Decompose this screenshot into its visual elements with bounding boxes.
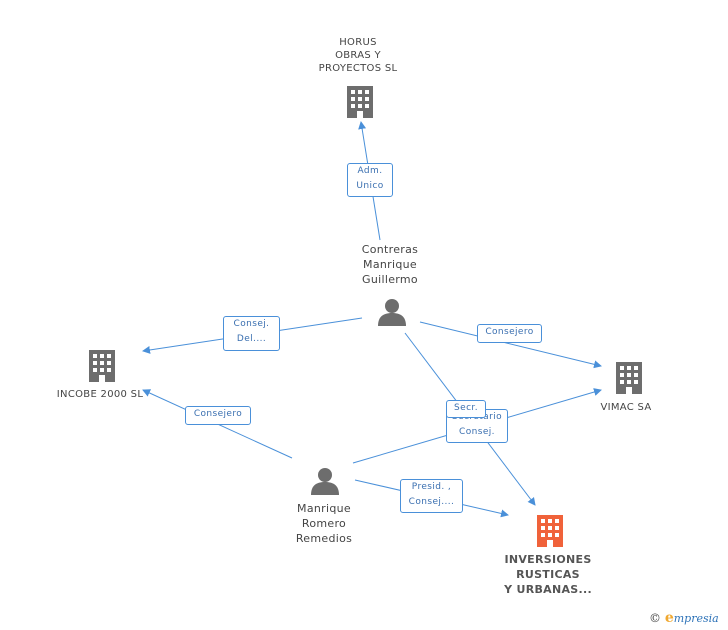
empresia-logo-text: mpresia <box>673 612 719 625</box>
horus-label[interactable]: HORUS OBRAS Y PROYECTOS SL <box>318 37 398 74</box>
edge-label-secr[interactable]: Secr. <box>446 400 486 418</box>
edge-contreras-vimac <box>419 321 602 369</box>
vimac-label[interactable]: VIMAC SA <box>600 402 652 413</box>
incobe-label[interactable]: INCOBE 2000 SL <box>56 389 144 400</box>
contreras-person-icon[interactable] <box>378 299 406 326</box>
edge-label-consej-del[interactable]: Consej. Del.... <box>223 316 280 351</box>
incobe-building-icon[interactable] <box>89 350 115 382</box>
vimac-building-icon[interactable] <box>616 362 642 394</box>
copyright-icon: © <box>649 611 661 625</box>
inversiones-building-icon[interactable] <box>537 515 563 547</box>
manrique-person-icon[interactable] <box>311 468 339 495</box>
empresia-logo-e: e <box>664 610 674 626</box>
copyright-footer: © empresia <box>649 610 719 626</box>
contreras-label[interactable]: Contreras Manrique Guillermo <box>361 243 419 286</box>
inversiones-label[interactable]: INVERSIONES RUSTICAS Y URBANAS... <box>504 553 592 596</box>
manrique-label[interactable]: Manrique Romero Remedios <box>295 502 353 545</box>
edge-label-adm-unico[interactable]: Adm. Unico <box>347 163 393 197</box>
edge-label-presid-consej[interactable]: Presid. , Consej.... <box>400 479 463 513</box>
edge-label-consejero-vimac[interactable]: Consejero <box>477 324 542 343</box>
horus-building-icon[interactable] <box>347 86 373 118</box>
edge-label-consejero-incobe[interactable]: Consejero <box>185 406 251 425</box>
